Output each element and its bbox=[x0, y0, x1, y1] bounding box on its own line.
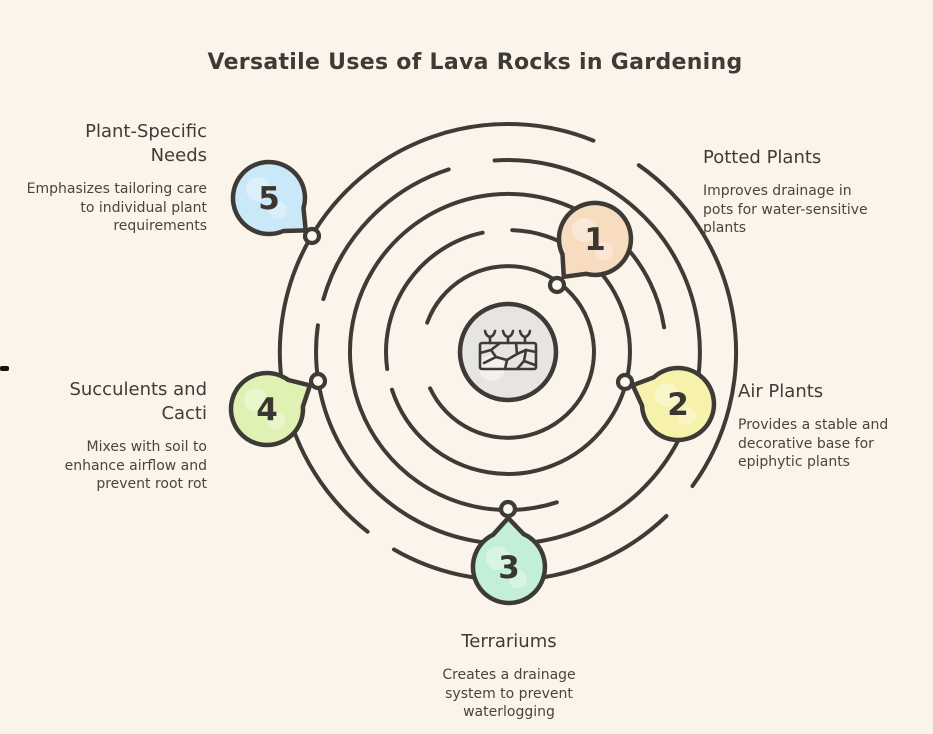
icon-stroke bbox=[503, 358, 509, 371]
orbit-ring-1 bbox=[425, 264, 596, 440]
bubble-5 bbox=[230, 159, 308, 237]
item-description: Emphasizes tailoring care to individual … bbox=[26, 181, 207, 234]
item-description: Provides a stable and decorative base fo… bbox=[738, 417, 889, 470]
label-succulents-cacti: Succulents and Cacti Mixes with soil to … bbox=[0, 378, 207, 494]
orbit-node-5 bbox=[302, 226, 322, 246]
item-title: Plant-Specific Needs bbox=[85, 121, 207, 166]
bubble-highlight bbox=[655, 383, 679, 407]
bubble-number-1: 1 bbox=[584, 222, 606, 258]
icon-stroke bbox=[506, 329, 515, 339]
bubble-4 bbox=[228, 370, 313, 448]
item-title: Terrariums bbox=[461, 631, 557, 652]
bubble-highlight bbox=[267, 412, 285, 430]
item-description: Improves drainage in pots for water-sens… bbox=[703, 183, 868, 236]
icon-stroke bbox=[478, 341, 538, 371]
bubble-1 bbox=[556, 200, 634, 280]
bubble-highlight bbox=[678, 407, 696, 425]
bubble-highlight bbox=[246, 177, 270, 201]
bubble-number-4: 4 bbox=[256, 392, 278, 428]
center-circle bbox=[457, 301, 559, 403]
icon-stroke bbox=[488, 329, 497, 339]
orbit-node-1 bbox=[547, 275, 567, 295]
orbit-ring-4 bbox=[314, 158, 702, 546]
icon-stroke bbox=[515, 359, 526, 371]
item-title: Succulents and Cacti bbox=[69, 379, 207, 424]
item-title: Air Plants bbox=[738, 381, 824, 402]
bubble-highlight bbox=[509, 570, 527, 588]
item-title: Potted Plants bbox=[703, 147, 822, 168]
bubble-2 bbox=[630, 365, 717, 443]
label-terrariums: Terrariums Creates a drainage system to … bbox=[399, 630, 619, 722]
orbit-ring-5 bbox=[636, 163, 738, 488]
bubble-highlight bbox=[572, 218, 596, 242]
item-description: Creates a drainage system to prevent wat… bbox=[442, 667, 576, 720]
bubble-3 bbox=[470, 515, 548, 606]
bubble-highlight bbox=[269, 201, 287, 219]
bubble-highlight bbox=[244, 388, 268, 412]
orbit-node-4 bbox=[308, 371, 328, 391]
label-potted-plants: Potted Plants Improves drainage in pots … bbox=[703, 146, 913, 238]
bubble-number-5: 5 bbox=[258, 181, 280, 217]
lava-rock-with-sprouts-icon bbox=[478, 329, 538, 371]
icon-stroke bbox=[482, 355, 498, 365]
item-description: Mixes with soil to enhance airflow and p… bbox=[64, 439, 207, 492]
bubble-highlight bbox=[595, 242, 613, 260]
icon-stroke bbox=[523, 329, 532, 339]
orbit-ring-2 bbox=[384, 230, 485, 371]
bubble-highlight bbox=[486, 546, 510, 570]
edge-dash-artifact bbox=[0, 366, 9, 371]
label-air-plants: Air Plants Provides a stable and decorat… bbox=[738, 380, 928, 472]
bubble-number-3: 3 bbox=[498, 550, 520, 586]
page-title: Versatile Uses of Lava Rocks in Gardenin… bbox=[207, 50, 743, 75]
label-plant-specific-needs: Plant-Specific Needs Emphasizes tailorin… bbox=[0, 120, 207, 236]
orbit-node-2 bbox=[615, 372, 635, 392]
bubble-number-2: 2 bbox=[667, 387, 689, 423]
orbit-node-3 bbox=[498, 499, 518, 519]
orbit-ring-4 bbox=[321, 167, 451, 302]
